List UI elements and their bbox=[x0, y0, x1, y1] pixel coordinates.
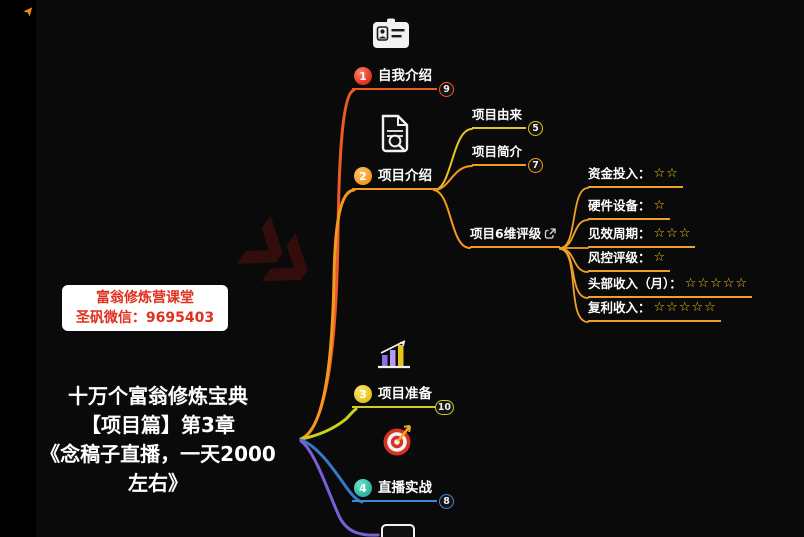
node-project-intro[interactable]: 2 项目介绍 bbox=[352, 167, 437, 190]
node-rating-capital[interactable]: 资金投入： ☆☆ bbox=[588, 167, 683, 188]
node-rating-risk[interactable]: 风控评级： ☆ bbox=[588, 250, 671, 272]
node-self-intro-label: 自我介绍 bbox=[378, 68, 432, 84]
node-rating-top-income[interactable]: 头部收入（月）： ☆☆☆☆☆ bbox=[588, 276, 753, 298]
edge-branch4 bbox=[299, 438, 364, 504]
edge-branch2 bbox=[299, 188, 356, 441]
root-title-line1: 十万个富翁修炼宝典 bbox=[68, 384, 248, 408]
rating-label: 见效周期： bbox=[588, 226, 651, 241]
rating-label: 复利收入： bbox=[588, 300, 651, 315]
rating-stars: ☆☆☆☆☆ bbox=[653, 300, 717, 315]
node-self-intro-count-badge[interactable]: 9 bbox=[439, 82, 454, 97]
rating-stars: ☆ bbox=[653, 250, 667, 265]
rating-label: 头部收入（月）： bbox=[588, 276, 682, 291]
node-project-brief[interactable]: 项目简介 7 bbox=[472, 144, 544, 173]
external-link-icon[interactable] bbox=[544, 228, 556, 240]
clipped-topic-icon[interactable] bbox=[381, 524, 415, 537]
node-project-origin-count-badge[interactable]: 5 bbox=[528, 121, 544, 136]
node-six-dim-rating-label: 项目6维评级 bbox=[470, 226, 542, 241]
edge-rating-2 bbox=[559, 219, 589, 249]
root-title-line2: 【项目篇】第3章 bbox=[81, 413, 235, 437]
rating-stars: ☆☆☆☆☆ bbox=[684, 276, 749, 291]
rating-stars: ☆☆ bbox=[653, 166, 679, 181]
infobox-line1: 富翁修炼营课堂 bbox=[96, 290, 194, 306]
node-six-dim-rating[interactable]: 项目6维评级 bbox=[470, 226, 561, 248]
edge-rating bbox=[433, 189, 471, 249]
branch2-number: 2 bbox=[354, 167, 372, 185]
node-project-prep[interactable]: 3 项目准备 10 bbox=[352, 385, 454, 415]
node-project-origin-label: 项目由来 bbox=[472, 107, 523, 122]
infobox-line2: 圣矾微信：9695403 bbox=[75, 310, 215, 326]
edge-branch3 bbox=[299, 407, 358, 441]
node-live-practice[interactable]: 4 直播实战 8 bbox=[352, 479, 454, 509]
node-self-intro[interactable]: 1 自我介绍 9 bbox=[352, 67, 454, 97]
node-project-prep-count-badge[interactable]: 10 bbox=[434, 400, 454, 415]
node-project-prep-label: 项目准备 bbox=[378, 386, 432, 402]
node-rating-hardware[interactable]: 硬件设备： ☆ bbox=[588, 198, 671, 220]
target-dart-icon[interactable] bbox=[380, 423, 416, 459]
bar-chart-icon[interactable] bbox=[374, 339, 414, 369]
rating-label: 硬件设备： bbox=[588, 198, 651, 213]
edge-rating-1 bbox=[559, 187, 589, 249]
node-project-intro-label: 项目介绍 bbox=[378, 168, 432, 184]
root-title-line4: 左右》 bbox=[128, 471, 188, 495]
id-card-icon[interactable] bbox=[371, 17, 411, 51]
root-topic[interactable]: 十万个富翁修炼宝典 【项目篇】第3章 《念稿子直播，一天2000 左右》 bbox=[2, 382, 314, 498]
rating-stars: ☆☆☆ bbox=[653, 226, 692, 241]
branch4-number: 4 bbox=[354, 479, 372, 497]
rating-label: 风控评级： bbox=[588, 250, 651, 265]
branch3-number: 3 bbox=[354, 385, 372, 403]
document-search-icon[interactable] bbox=[377, 114, 413, 154]
edge-rating-6 bbox=[559, 248, 589, 323]
wechat-info-box: 富翁修炼营课堂 圣矾微信：9695403 bbox=[62, 285, 228, 331]
node-rating-payback-period[interactable]: 见效周期： ☆☆☆ bbox=[588, 226, 696, 248]
branch1-number: 1 bbox=[354, 67, 372, 85]
node-project-brief-count-badge[interactable]: 7 bbox=[528, 158, 544, 173]
edge-origin bbox=[433, 128, 473, 191]
rating-stars: ☆ bbox=[653, 198, 667, 213]
node-project-brief-label: 项目简介 bbox=[472, 144, 523, 159]
edge-brief bbox=[433, 165, 473, 191]
edge-branch5 bbox=[299, 439, 380, 537]
rating-label: 资金投入： bbox=[588, 166, 651, 181]
node-live-practice-label: 直播实战 bbox=[378, 480, 432, 496]
root-title-line3: 《念稿子直播，一天2000 bbox=[40, 442, 276, 466]
node-live-practice-count-badge[interactable]: 8 bbox=[439, 494, 454, 509]
node-project-origin[interactable]: 项目由来 5 bbox=[472, 107, 544, 136]
node-rating-compound-income[interactable]: 复利收入： ☆☆☆☆☆ bbox=[588, 301, 721, 322]
